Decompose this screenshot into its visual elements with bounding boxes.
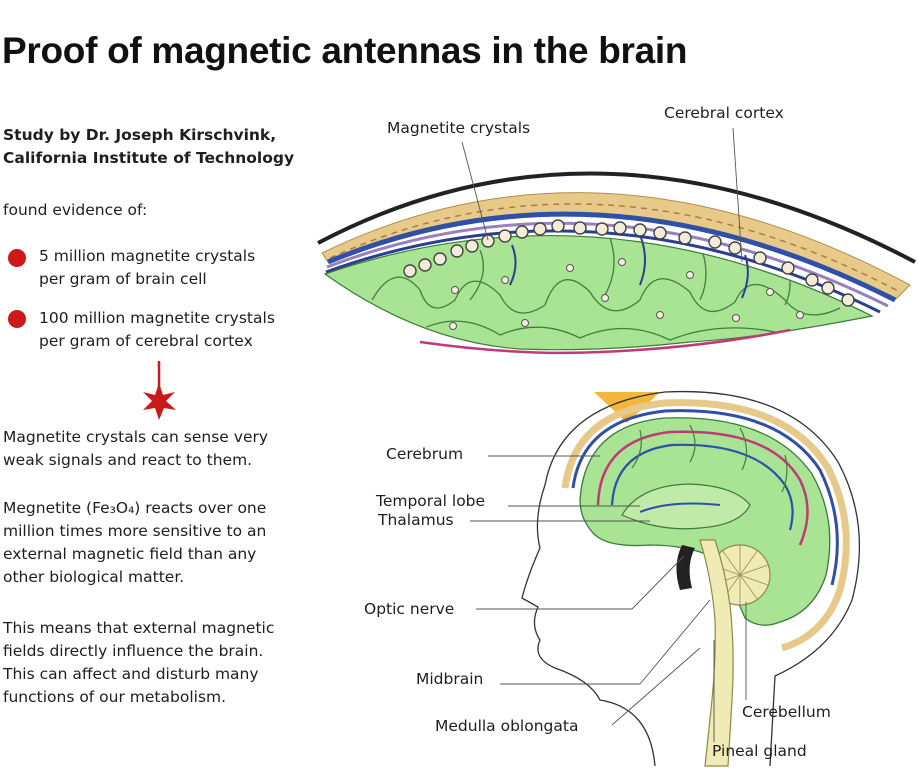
study-credit: Study by Dr. Joseph Kirschvink, Californ… <box>3 124 294 170</box>
label-cerebral-cortex: Cerebral cortex <box>664 104 784 122</box>
bullet-item-1: 5 million magnetite crystals per gram of… <box>39 245 255 291</box>
label-cerebellum: Cerebellum <box>742 703 831 721</box>
label-magnetite-crystals: Magnetite crystals <box>387 119 531 137</box>
bullet-dot-1 <box>8 249 26 267</box>
paragraph-2-line-1: Megnetite (Fe₃O₄) reacts over one <box>3 499 267 517</box>
magnetite-crystals-scattered <box>449 258 804 330</box>
found-evidence-text: found evidence of: <box>3 201 148 219</box>
study-credit-line-1: Study by Dr. Joseph Kirschvink, <box>3 126 277 144</box>
magnetite-crystals-row <box>403 219 855 307</box>
label-thalamus: Thalamus <box>378 511 454 529</box>
label-midbrain: Midbrain <box>416 670 484 688</box>
paragraph-2-line-2: million times more sensitive to an <box>3 522 267 540</box>
paragraph-influence: This means that external magnetic fields… <box>3 617 274 709</box>
page-title: Proof of magnetic antennas in the brain <box>2 30 688 71</box>
paragraph-2-line-4: other biological matter. <box>3 568 185 586</box>
bullet-2-line-2: per gram of cerebral cortex <box>39 332 253 350</box>
label-pineal-gland: Pineal gland <box>712 742 807 760</box>
label-optic-nerve: Optic nerve <box>364 600 455 618</box>
starburst-arrow-icon <box>143 361 176 420</box>
paragraph-sense: Magnetite crystals can sense very weak s… <box>3 426 268 472</box>
paragraph-1-line-2: weak signals and react to them. <box>3 451 253 469</box>
head-sagittal-section <box>521 390 861 767</box>
label-medulla-oblongata: Medulla oblongata <box>435 717 579 735</box>
study-credit-line-2: California Institute of Technology <box>3 149 295 167</box>
paragraph-3-line-4: functions of our metabolism. <box>3 688 227 706</box>
bullet-1-line-2: per gram of brain cell <box>39 270 207 288</box>
label-cerebrum: Cerebrum <box>386 445 464 463</box>
paragraph-3-line-3: This can affect and disturb many <box>3 665 259 683</box>
bullet-1-line-1: 5 million magnetite crystals <box>39 247 256 265</box>
label-pointers <box>470 455 747 742</box>
bullet-item-2: 100 million magnetite crystals per gram … <box>39 307 275 353</box>
label-temporal-lobe: Temporal lobe <box>376 492 486 510</box>
paragraph-sensitivity: Megnetite (Fe₃O₄) reacts over one millio… <box>3 497 266 589</box>
paragraph-1-line-1: Magnetite crystals can sense very <box>3 428 269 446</box>
paragraph-3-line-1: This means that external magnetic <box>3 619 275 637</box>
paragraph-3-line-2: fields directly influence the brain. <box>3 642 264 660</box>
bullet-2-line-1: 100 million magnetite crystals <box>39 309 275 327</box>
cortex-cross-section <box>317 127 916 355</box>
paragraph-2-line-3: external magnetic field than any <box>3 545 257 563</box>
bullet-dot-2 <box>8 310 26 328</box>
